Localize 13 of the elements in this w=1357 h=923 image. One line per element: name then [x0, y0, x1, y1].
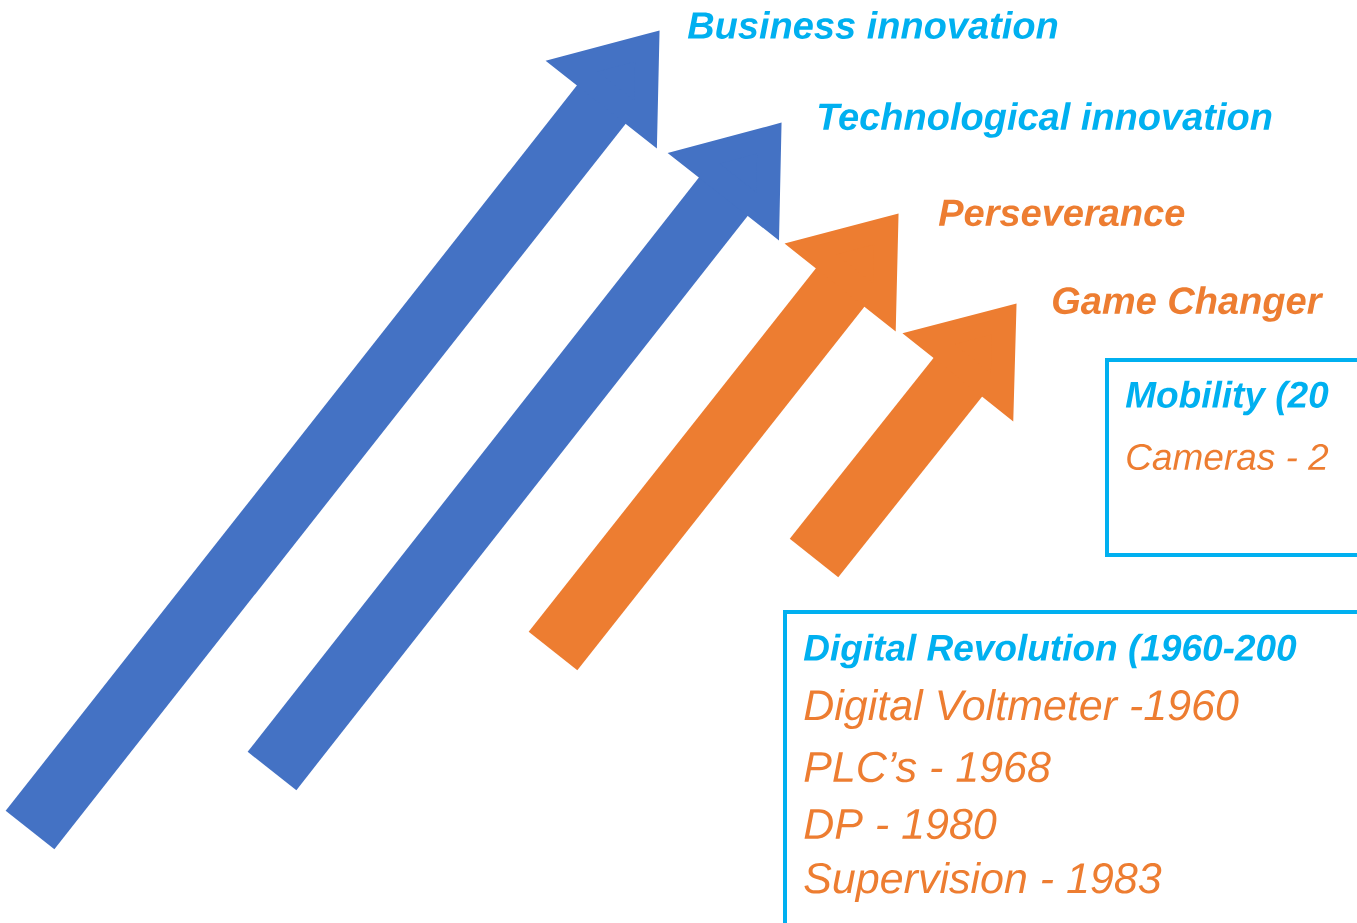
list-item: DP - 1980	[804, 808, 997, 840]
arrow-label: Game Changer	[1053, 286, 1324, 322]
list-item: Cameras - 2	[1127, 443, 1329, 471]
list-item: PLC’s - 1968	[804, 751, 1051, 783]
heading: Digital Revolution (1960-200	[803, 633, 1297, 669]
list-item: Supervision - 1983	[804, 861, 1162, 903]
text-box	[783, 610, 1357, 923]
list-item: Digital Voltmeter -1960	[804, 688, 1239, 730]
arrow-label: Business innovation	[687, 11, 1058, 39]
arrow-label: Technological innovation	[818, 102, 1272, 138]
heading: Mobility (20	[1125, 380, 1329, 416]
text-box	[1105, 358, 1357, 557]
arrow-label: Perseverance	[938, 199, 1185, 227]
